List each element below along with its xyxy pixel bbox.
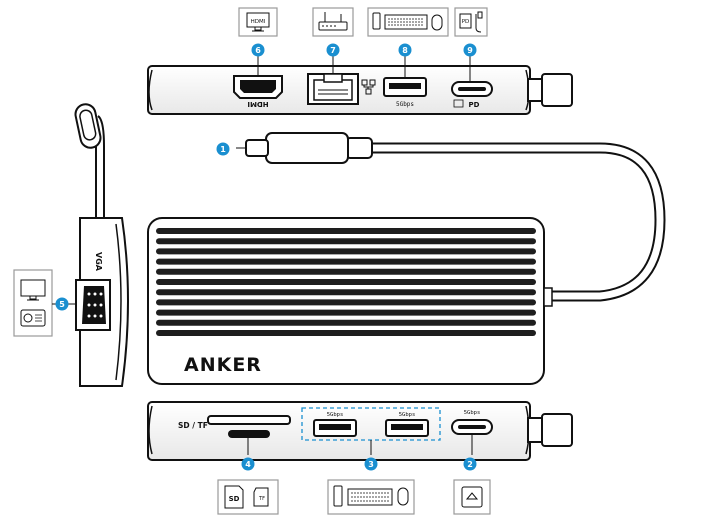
callout-5-vga-port: 5 [55,297,69,311]
callout-8-usb-a-port: 8 [398,43,412,57]
callout-3-usb-a-ports: 3 [364,457,378,471]
usb-c-data-port: 5Gbps [451,410,493,435]
callout-circle [463,457,477,471]
top-edge-view: HDMI 5Gbps PD [147,52,573,115]
brand-logo: ANKER [184,354,262,376]
callout-2-usb-c-data-port: 2 [463,457,477,471]
body-stripe [156,330,536,336]
usb-speed-2: 5Gbps [399,412,416,418]
callout-circle [251,43,265,57]
callout-1-usb-c-cable: 1 [216,142,230,156]
callout-number: 9 [467,46,473,55]
sd-tf-slots [207,415,291,438]
body-stripe [156,319,536,326]
callout-6-hdmi-port: 6 [251,43,265,57]
monitor-icon [252,27,264,32]
router-icon [318,21,348,31]
pd-icon-label: PD [462,19,470,25]
usb-devices-box-bottom [327,479,415,515]
body-stripe [156,228,536,234]
callout-circle [398,43,412,57]
body-stripe [156,279,536,285]
callout-circle [463,43,477,57]
callout-markers: 1 2 3 4 5 6 7 8 9 [55,43,477,471]
mouse-icon [397,487,409,506]
router-box [312,7,354,37]
callout-circle [55,297,69,311]
charger-icon [459,13,472,29]
usb-speed-top: 5Gbps [396,101,414,108]
body-stripes [156,228,536,336]
vga-label: VGA [94,252,103,272]
vga-side-view: VGA [74,103,129,387]
callout-number: 3 [368,460,374,469]
pd-port-label: PD [469,101,480,109]
body-stripe [156,289,536,296]
callout-circle [216,142,230,156]
drive-icon [461,486,483,508]
callout-circle [326,43,340,57]
drive-box [453,479,491,515]
body-stripe [156,299,536,306]
callout-number: 1 [220,145,226,154]
usb-speed-1: 5Gbps [327,412,344,418]
usb-speed-c: 5Gbps [464,410,481,416]
mouse-icon [431,14,443,31]
callout-number: 7 [330,46,336,55]
bottom-icon-boxes: SD TF [217,479,491,515]
body-stripe [156,238,536,245]
hdmi-port: HDMI [233,75,283,108]
top-icon-boxes: HDMI PD [238,7,488,37]
card-box: SD TF [217,479,279,515]
sd-card-icon [224,485,244,509]
callout-number: 6 [255,46,261,55]
network-icon [361,79,376,95]
body-stripe [156,268,536,275]
vga-port [75,279,111,331]
ethernet-port [307,73,376,105]
body-stripe [156,309,536,316]
callout-number: 5 [59,300,65,309]
sd-icon-label: SD [229,495,240,503]
flash-drive-icon [333,485,343,507]
callout-4-sd-tf-slots: 4 [241,457,255,471]
callout-circle [364,457,378,471]
monitor-box-hdmi: HDMI [238,7,278,37]
callout-number: 2 [467,460,473,469]
callout-9-usb-c-pd-port: 9 [463,43,477,57]
callout-number: 4 [245,460,251,469]
top-plug [527,73,573,107]
usb-c-cable [236,132,666,302]
bottom-plug [527,413,573,447]
usb-a-ports-bottom: 5Gbps 5Gbps [301,407,441,441]
body-stripe [156,258,536,265]
monitor-icon [20,279,46,297]
hdmi-port-label: HDMI [247,100,268,108]
vga-icon-box [13,269,76,337]
usb-a-port-top: 5Gbps [383,77,427,108]
callout-7-ethernet-port: 7 [326,43,340,57]
charger-box: PD [454,7,488,37]
flash-drive-icon [372,12,381,30]
usb-c-pd-port: PD [451,81,493,109]
sd-tf-label: SD / TF [178,421,208,430]
hdmi-icon-label: HDMI [251,19,266,25]
tf-icon-label: TF [258,496,265,502]
body-stripe [156,248,536,255]
callout-number: 8 [402,46,408,55]
usb-devices-box-top [367,7,449,37]
callout-circle [241,457,255,471]
tf-card-icon [253,487,269,507]
bottom-edge-view: SD / TF 5Gbps 5Gbps 5Gbps [147,401,573,461]
hub-body: ANKER [147,217,553,385]
